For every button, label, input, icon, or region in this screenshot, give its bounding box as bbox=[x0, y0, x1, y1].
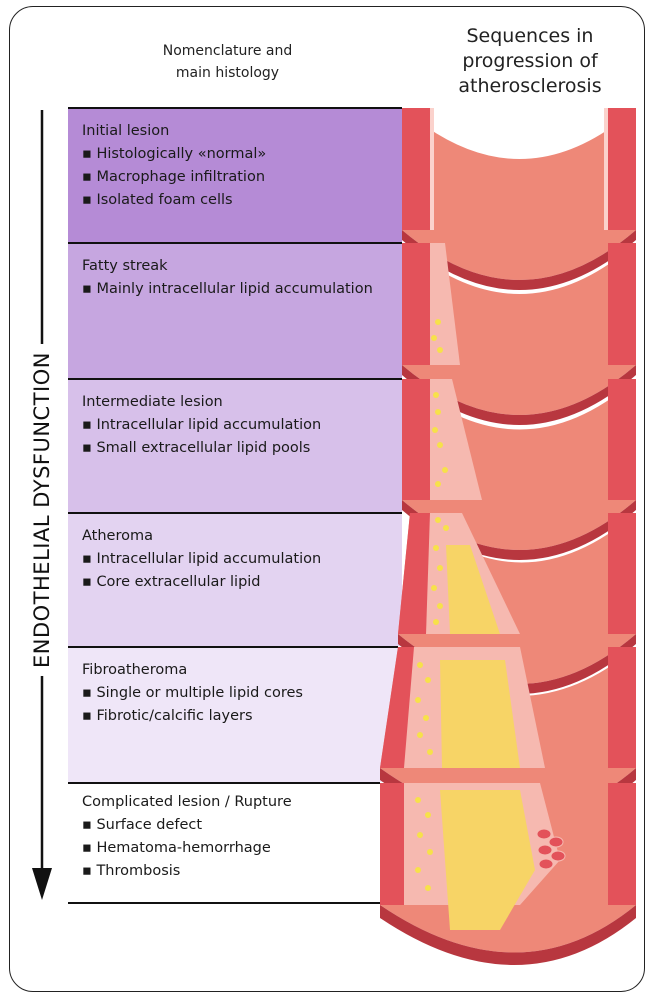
arrow-head-icon bbox=[32, 868, 52, 900]
endothelial-dysfunction-label: ENDOTHELIAL DYSFUNCTION bbox=[30, 344, 54, 676]
artery-segment-complicated bbox=[380, 783, 636, 965]
